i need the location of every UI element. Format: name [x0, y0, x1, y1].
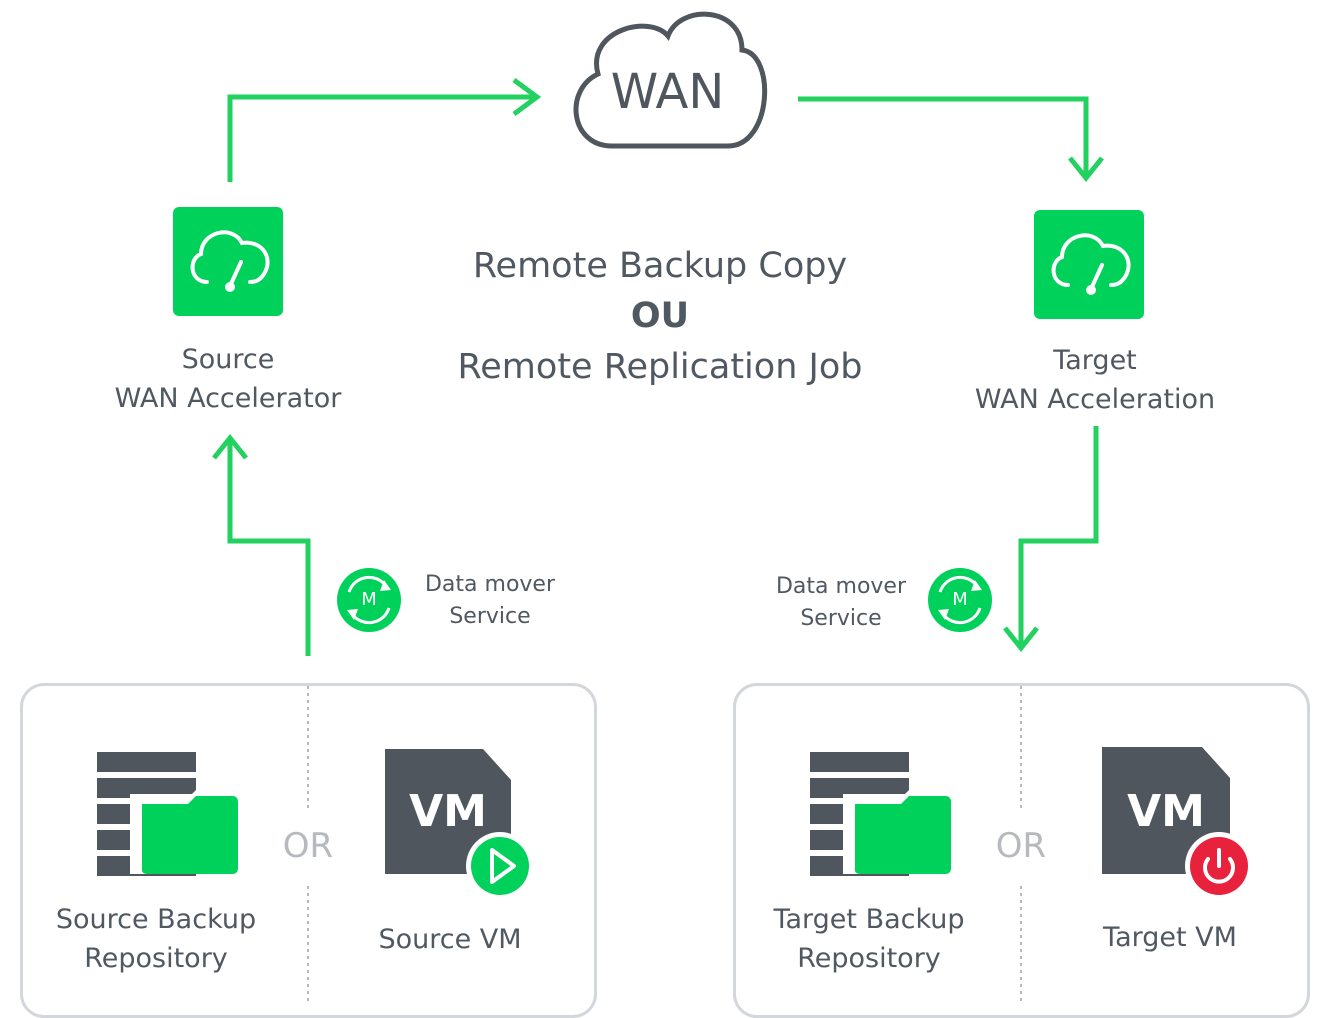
target-repository-label: Target Backup Repository: [773, 904, 965, 974]
target-vm-icon: [1102, 747, 1253, 900]
center-title-line2: OU: [630, 296, 690, 336]
target-vm-label: Target VM: [1103, 922, 1237, 953]
target-data-mover-icon: [928, 568, 992, 632]
target-vm-text: VM: [1127, 786, 1205, 837]
source-accelerator-icon: [173, 207, 283, 316]
target-data-mover-label: Data mover Service: [775, 574, 906, 631]
source-vm-icon: [385, 749, 534, 900]
target-accelerator-label: Target WAN Acceleration: [974, 345, 1216, 415]
target-repository-icon: [810, 752, 951, 876]
center-title-line1: Remote Backup Copy: [472, 246, 848, 286]
center-title-line3: Remote Replication Job: [457, 347, 863, 387]
source-data-mover-icon: [337, 568, 401, 632]
source-data-mover-label: Data mover Service: [424, 572, 555, 629]
source-accelerator-label: Source WAN Accelerator: [114, 344, 342, 414]
source-repository-label: Source Backup Repository: [55, 904, 257, 974]
source-data-mover-letter: M: [361, 589, 377, 610]
arrow-wan-to-target: [798, 96, 1104, 183]
target-or-label: OR: [995, 826, 1047, 866]
source-or-label: OR: [282, 826, 334, 866]
arrow-repo-to-source-accelerator: [212, 433, 311, 656]
wan-cloud-icon: [573, 11, 768, 149]
source-vm-label: Source VM: [378, 924, 522, 955]
arrow-target-accelerator-to-repo: [1003, 426, 1099, 653]
wan-label: WAN: [610, 64, 725, 120]
target-data-mover-letter: M: [952, 589, 968, 610]
arrow-source-to-wan: [227, 77, 542, 182]
source-vm-text: VM: [409, 786, 487, 837]
target-accelerator-icon: [1034, 210, 1144, 319]
source-repository-icon: [97, 752, 238, 876]
